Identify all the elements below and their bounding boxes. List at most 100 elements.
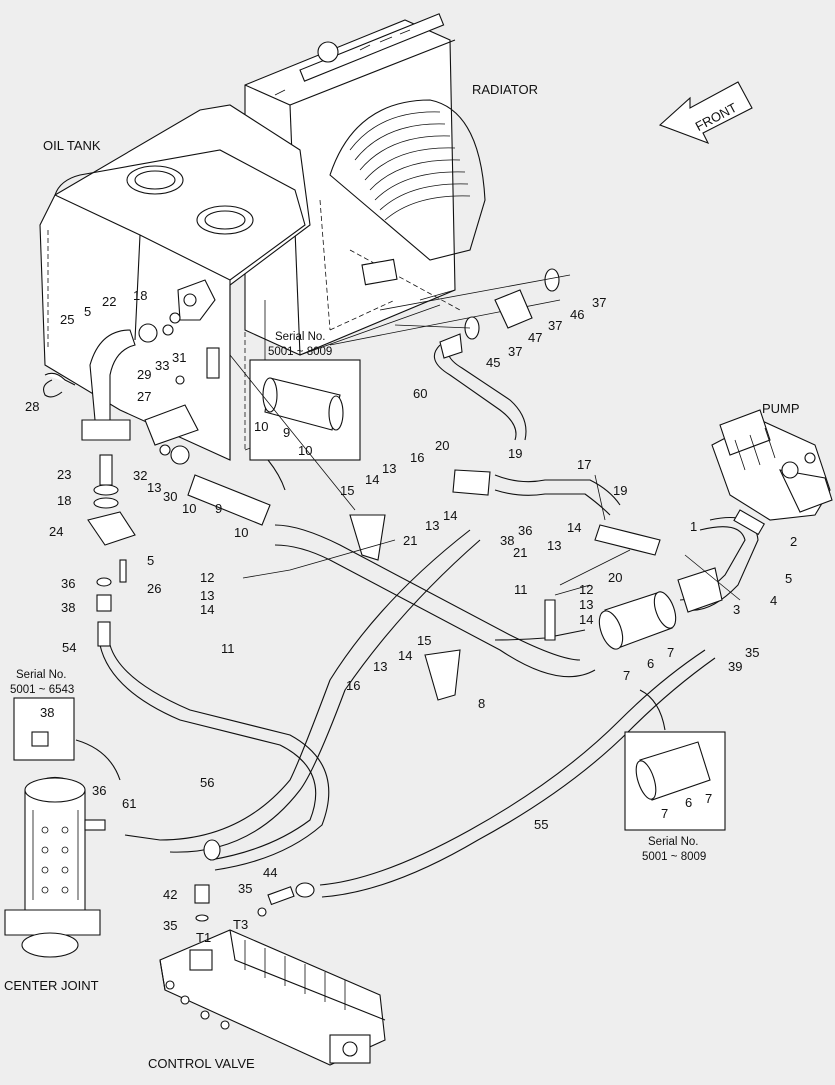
callout-11: 11 bbox=[221, 641, 235, 656]
callout-13-rr: 13 bbox=[579, 597, 593, 612]
callout-29: 29 bbox=[137, 367, 151, 382]
callout-30: 30 bbox=[163, 489, 177, 504]
callout-10-inset-b: 10 bbox=[298, 443, 312, 458]
callout-14-r: 14 bbox=[567, 520, 581, 535]
callout-16: 16 bbox=[410, 450, 424, 465]
callout-18: 18 bbox=[57, 493, 71, 508]
callout-33: 33 bbox=[155, 358, 169, 373]
callout-45: 45 bbox=[486, 355, 500, 370]
callout-11-r: 11 bbox=[514, 582, 528, 597]
oil-tank-caption: OIL TANK bbox=[43, 138, 101, 153]
control-valve bbox=[159, 839, 386, 1066]
callout-14-top: 14 bbox=[365, 472, 379, 487]
callout-54: 54 bbox=[62, 640, 76, 655]
radiator bbox=[244, 13, 561, 356]
callout-T3: T3 bbox=[233, 917, 248, 932]
callout-47: 47 bbox=[528, 330, 542, 345]
callout-28: 28 bbox=[25, 399, 39, 414]
serial-range-1: 5001 ~ 8009 bbox=[268, 346, 332, 358]
callout-61: 61 bbox=[122, 796, 136, 811]
callout-20-b: 20 bbox=[608, 570, 622, 585]
callout-14-rr: 14 bbox=[579, 612, 593, 627]
callout-10-b: 10 bbox=[234, 525, 248, 540]
serial-title-2: Serial No. bbox=[16, 669, 67, 681]
callout-25: 25 bbox=[60, 312, 74, 327]
pump bbox=[711, 409, 833, 521]
callout-15-b: 15 bbox=[417, 633, 431, 648]
callout-16-b: 16 bbox=[346, 678, 360, 693]
callout-14: 14 bbox=[200, 602, 214, 617]
callout-27: 27 bbox=[137, 389, 151, 404]
callout-36-cj: 36 bbox=[92, 783, 106, 798]
front-direction-arrow: FRONT bbox=[658, 81, 753, 145]
callout-13-left: 13 bbox=[147, 480, 161, 495]
callout-37-c: 37 bbox=[508, 344, 522, 359]
callout-7-b: 7 bbox=[623, 668, 630, 683]
callout-14-mid: 14 bbox=[443, 508, 457, 523]
serial-title-3: Serial No. bbox=[648, 836, 699, 848]
callout-13-top: 13 bbox=[382, 461, 396, 476]
callout-20: 20 bbox=[435, 438, 449, 453]
callout-35-c: 35 bbox=[163, 918, 177, 933]
callout-7: 7 bbox=[667, 645, 674, 660]
callout-36-repeat: 36 bbox=[61, 576, 75, 591]
callout-42: 42 bbox=[163, 887, 177, 902]
callout-22: 22 bbox=[102, 294, 116, 309]
callout-13-r: 13 bbox=[547, 538, 561, 553]
callout-14-b: 14 bbox=[398, 648, 412, 663]
callout-5-repeat: 5 bbox=[84, 304, 91, 319]
serial-inset-3: Serial No. 5001 ~ 8009 bbox=[624, 689, 726, 863]
callout-24: 24 bbox=[49, 524, 63, 539]
callout-38-inset: 38 bbox=[40, 705, 54, 720]
callout-5: 5 bbox=[785, 571, 792, 586]
serial-range-3: 5001 ~ 8009 bbox=[642, 851, 706, 863]
callout-19-b: 19 bbox=[613, 483, 627, 498]
callout-21: 21 bbox=[403, 533, 417, 548]
callout-46: 46 bbox=[570, 307, 584, 322]
callout-60: 60 bbox=[413, 386, 427, 401]
callout-37-b: 37 bbox=[548, 318, 562, 333]
callout-13-mid: 13 bbox=[425, 518, 439, 533]
callout-23: 23 bbox=[57, 467, 71, 482]
callout-44: 44 bbox=[263, 865, 277, 880]
callout-9-inset: 9 bbox=[283, 425, 290, 440]
callout-8: 8 bbox=[478, 696, 485, 711]
serial-title-1: Serial No. bbox=[275, 331, 326, 343]
callout-6: 6 bbox=[647, 656, 654, 671]
serial-inset-1: Serial No. 5001 ~ 8009 bbox=[249, 331, 361, 491]
callout-56: 56 bbox=[200, 775, 214, 790]
callout-3: 3 bbox=[733, 602, 740, 617]
callout-7-inset: 7 bbox=[661, 806, 668, 821]
pump-caption: PUMP bbox=[762, 401, 800, 416]
tank-outlet-assembly bbox=[43, 312, 199, 647]
callout-38-repeat: 38 bbox=[61, 600, 75, 615]
leader-lines bbox=[229, 354, 741, 601]
callout-2: 2 bbox=[790, 534, 797, 549]
callout-13-b: 13 bbox=[373, 659, 387, 674]
callout-31: 31 bbox=[172, 350, 186, 365]
serial-inset-2: Serial No. 5001 ~ 6543 bbox=[10, 669, 121, 781]
callout-19: 19 bbox=[508, 446, 522, 461]
callout-10-inset: 10 bbox=[254, 419, 268, 434]
callout-12: 12 bbox=[200, 570, 214, 585]
callout-36: 36 bbox=[518, 523, 532, 538]
callout-18-repeat: 18 bbox=[133, 288, 147, 303]
callout-21-b: 21 bbox=[513, 545, 527, 560]
callout-T1: T1 bbox=[196, 930, 211, 945]
callout-1: 1 bbox=[690, 519, 697, 534]
callout-37: 37 bbox=[592, 295, 606, 310]
callout-6-inset: 6 bbox=[685, 795, 692, 810]
callout-labels: 1 2 3 4 5 6 7 8 9 10 11 12 13 14 15 16 1… bbox=[25, 294, 797, 945]
serial-range-2: 5001 ~ 6543 bbox=[10, 684, 74, 696]
callout-10: 10 bbox=[182, 501, 196, 516]
callout-32: 32 bbox=[133, 468, 147, 483]
callout-39: 39 bbox=[728, 659, 742, 674]
callout-13: 13 bbox=[200, 588, 214, 603]
callout-4: 4 bbox=[770, 593, 777, 608]
callout-9: 9 bbox=[215, 501, 222, 516]
callout-38: 38 bbox=[500, 533, 514, 548]
callout-15: 15 bbox=[340, 483, 354, 498]
callout-35-b: 35 bbox=[238, 881, 252, 896]
